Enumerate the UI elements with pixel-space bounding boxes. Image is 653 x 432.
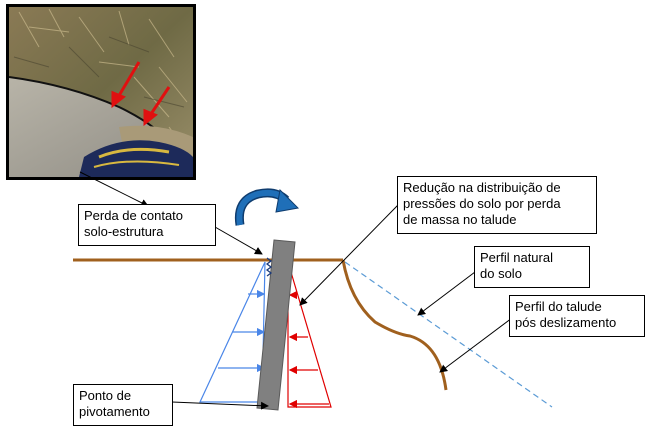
retaining-wall <box>256 239 296 411</box>
natural-profile-dashed <box>344 261 553 408</box>
label-contact-loss: Perda de contato solo-estrutura <box>78 204 216 246</box>
label-pivot-point: Ponto de pivotamento <box>73 384 173 426</box>
active-pressure-arrows <box>288 290 329 409</box>
contact-gap-zigzag <box>265 257 273 277</box>
label-natural-profile: Perfil natural do solo <box>474 246 590 288</box>
rotation-arrow-icon <box>234 188 300 226</box>
passive-pressure-arrows <box>218 289 266 373</box>
active-pressure-diagram <box>287 261 332 408</box>
leader-lines <box>79 171 513 410</box>
label-slope-profile: Perfil do talude pós deslizamento <box>509 295 645 337</box>
slope-profile-curve <box>341 259 448 391</box>
field-photo <box>6 4 196 180</box>
label-pressure-reduction: Redução na distribuição de pressões do s… <box>397 176 597 234</box>
field-photo-icon <box>9 7 193 177</box>
